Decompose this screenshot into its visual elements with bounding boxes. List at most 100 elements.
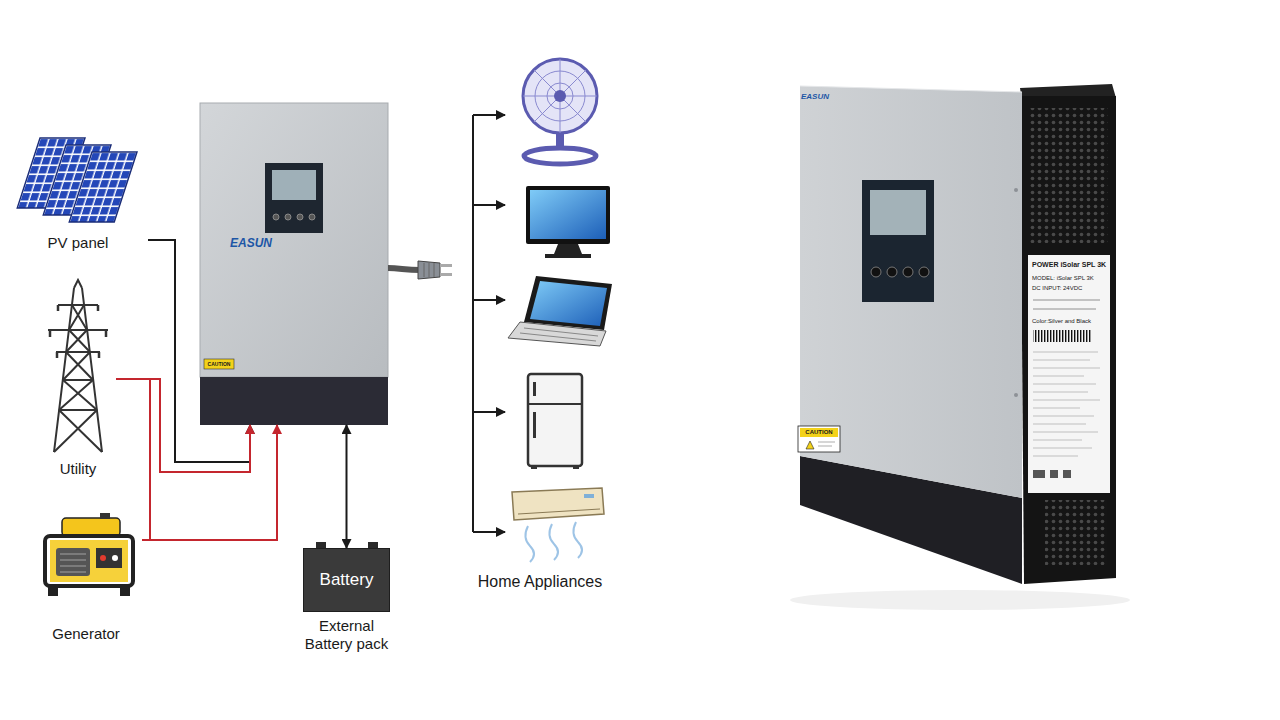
laptop-icon (508, 276, 612, 346)
battery-caption: External Battery pack (295, 617, 399, 653)
inverter-photo (1045, 500, 1107, 565)
inverter-photo (1020, 96, 1116, 584)
appliance-bus (473, 114, 505, 116)
utility-tower-icon (48, 280, 108, 452)
air-conditioner-icon (518, 509, 600, 514)
generator-icon (112, 555, 118, 561)
inverter-photo (818, 442, 835, 446)
power-plug (388, 268, 420, 270)
inverter-photo (1028, 255, 1110, 493)
generator-icon (60, 554, 86, 572)
fridge-icon (528, 403, 582, 405)
battery-box: BatteryExternal Battery pack (303, 548, 390, 612)
rating-label-text: DC INPUT: 24VDC (1032, 285, 1108, 292)
tv-icon (530, 190, 606, 239)
fridge-icon (531, 466, 537, 469)
brand-logo: EASUN (801, 92, 829, 102)
inverter-photo (1014, 393, 1018, 397)
generator-icon (56, 548, 90, 576)
pv-panel-icon (69, 152, 137, 222)
air-conditioner-icon (525, 522, 582, 562)
appliance-bus (473, 411, 505, 413)
rating-label-text: POWER iSolar SPL 3K (1032, 261, 1108, 269)
inverter-photo (798, 426, 840, 452)
generator-icon (50, 540, 128, 582)
fan-icon (524, 148, 596, 164)
pv-panel-icon (17, 138, 137, 222)
connector-arrow (346, 425, 348, 548)
inverter-node: EASUN (200, 103, 388, 425)
fan-icon (554, 90, 566, 102)
tv-icon (545, 254, 591, 258)
rating-label-text: Color:Silver and Black (1032, 318, 1108, 325)
rating-label-text: MODEL: iSolar SPL 3K (1032, 275, 1108, 282)
generator-node: Generator (30, 510, 142, 645)
inverter-photo (1033, 300, 1100, 309)
battery-label: Battery (320, 570, 374, 590)
inverter-unit (285, 214, 291, 220)
inverter-unit (272, 170, 316, 200)
power-plug (440, 264, 452, 267)
connector-arrow (116, 379, 250, 472)
inverter-unit (200, 377, 388, 425)
generator-icon (100, 555, 106, 561)
laptop-icon (530, 281, 607, 326)
power-plug (424, 263, 434, 277)
utility-tower-icon (54, 305, 102, 452)
air-conditioner-icon (512, 488, 604, 520)
appliance-bus (472, 115, 474, 532)
fridge-icon (573, 466, 579, 469)
utility-node: Utility (40, 282, 116, 480)
power-plug (418, 261, 440, 279)
node-label: PV panel (48, 234, 109, 252)
inverter-unit (200, 103, 388, 377)
laptop-icon (508, 322, 606, 346)
generator-icon (45, 536, 133, 586)
fan-icon (523, 59, 597, 133)
power-plug (388, 261, 452, 279)
inverter-photo (800, 86, 1022, 92)
air-conditioner-icon (512, 488, 604, 562)
pv-panel-node: PV panel (8, 132, 148, 254)
fan-icon (523, 59, 597, 133)
appliance-bus (473, 204, 505, 206)
laptop-icon (524, 276, 612, 330)
inverter-photo (1063, 470, 1071, 478)
caution-sticker-text: CAUTION (800, 428, 838, 437)
generator-icon (120, 586, 130, 596)
pv-panel-icon (69, 152, 137, 222)
utility-tower-icon (50, 305, 106, 358)
inverter-photo (1014, 188, 1018, 192)
appliance-bus (473, 115, 505, 532)
generator-icon (45, 513, 133, 596)
inverter-unit (297, 214, 303, 220)
air-conditioner-icon (584, 494, 594, 498)
tv-icon (526, 186, 610, 258)
generator-icon (96, 548, 122, 568)
fridge-icon (533, 412, 536, 438)
inverter-unit (309, 214, 315, 220)
caution-sticker-text: CAUTION (204, 359, 234, 369)
inverter-photo (806, 441, 814, 449)
inverter-photo (1033, 330, 1091, 342)
inverter-photo (1030, 108, 1108, 243)
generator-icon (48, 586, 58, 596)
inverter-photo (1033, 470, 1045, 478)
generator-icon (100, 513, 110, 519)
fridge-icon (528, 374, 582, 466)
tv-icon (554, 244, 582, 254)
appliance-bus (473, 531, 505, 533)
appliances-caption: Home Appliances (470, 572, 610, 591)
node-label: Utility (60, 460, 97, 478)
inverter-photo (790, 590, 1130, 610)
inverter-photo (871, 267, 881, 277)
inverter-unit (204, 359, 234, 369)
inverter-photo (919, 267, 929, 277)
node-label: Generator (52, 625, 120, 643)
inverter-photo (887, 267, 897, 277)
power-plug (440, 273, 452, 276)
